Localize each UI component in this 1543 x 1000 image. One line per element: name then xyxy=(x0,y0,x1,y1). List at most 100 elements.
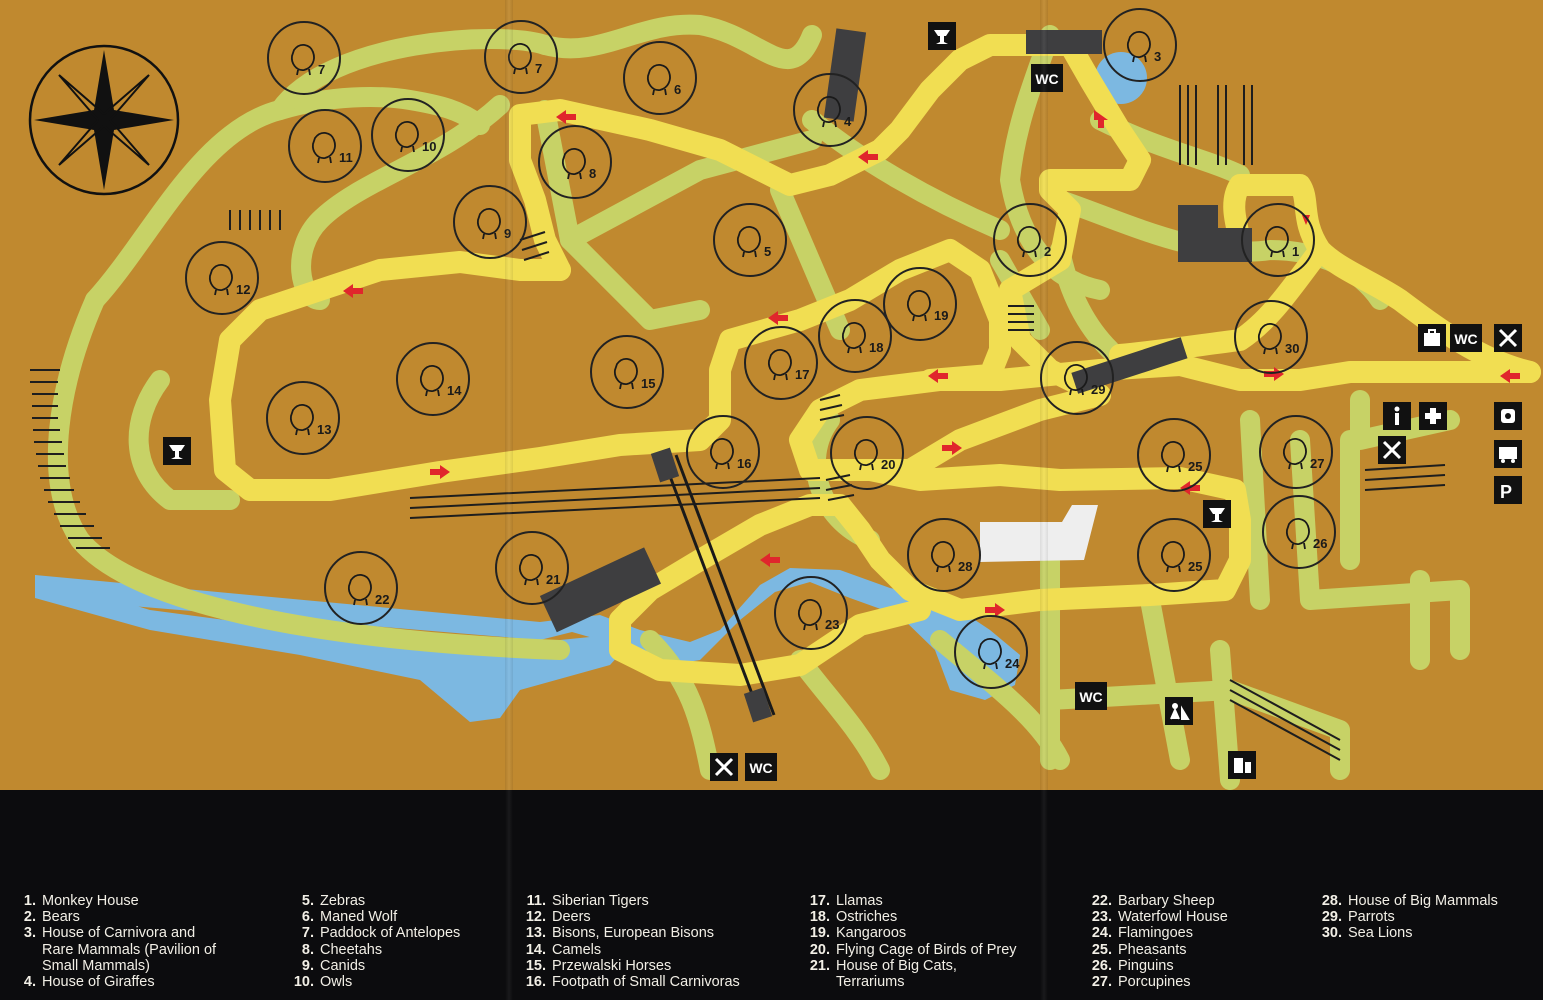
enclosure-number: 27 xyxy=(1310,456,1324,471)
restaurant-icon xyxy=(1378,436,1406,464)
ostrich-icon xyxy=(842,322,866,354)
map-ground xyxy=(0,0,1543,790)
red-arrow xyxy=(928,369,948,383)
legend-item: 4.House of Giraffes xyxy=(12,974,216,990)
enclosure-number: 2 xyxy=(1044,244,1051,259)
deer-icon xyxy=(209,264,233,296)
enclosure-4[interactable]: 4 xyxy=(793,73,867,147)
wc-sign: WC xyxy=(1031,64,1063,92)
legend-item: 26.Pinguins xyxy=(1088,958,1228,974)
enclosure-1[interactable]: 1 xyxy=(1241,203,1315,277)
enclosure-6[interactable]: 6 xyxy=(623,41,697,115)
legend-label: Canids xyxy=(320,957,366,974)
monkey-icon xyxy=(1265,226,1289,258)
enclosure-number: 17 xyxy=(795,367,809,382)
enclosure-22[interactable]: 22 xyxy=(324,551,398,625)
enclosure-number: 21 xyxy=(546,572,560,587)
legend-number: 23. xyxy=(1091,909,1112,926)
legend-number: 5. xyxy=(301,893,314,909)
legend-item: 30.Sea Lions xyxy=(1318,925,1498,941)
maned-wolf-icon xyxy=(647,64,671,96)
legend-item: 6.Maned Wolf xyxy=(290,909,460,925)
red-arrow xyxy=(1094,110,1108,128)
enclosure-18[interactable]: 18 xyxy=(818,299,892,373)
enclosure-number: 28 xyxy=(958,559,972,574)
enclosure-number: 18 xyxy=(869,340,883,355)
duck-icon xyxy=(798,599,822,631)
legend-number: 3. xyxy=(23,925,36,942)
bison-icon xyxy=(290,404,314,436)
enclosure-15[interactable]: 15 xyxy=(590,335,664,409)
legend-label: Sea Lions xyxy=(1348,925,1413,942)
facilities: WC WC WC WC xyxy=(163,22,1522,781)
legend-number: 11. xyxy=(526,893,546,909)
enclosure-number: 3 xyxy=(1154,49,1161,64)
legend-item: 7.Paddock of Antelopes xyxy=(290,925,460,941)
enclosure-28[interactable]: 28 xyxy=(907,518,981,592)
enclosure-26[interactable]: 26 xyxy=(1262,495,1336,569)
legend-label: Llamas xyxy=(836,893,883,909)
enclosure-24[interactable]: 24 xyxy=(954,615,1028,689)
parking-icon: P xyxy=(1494,476,1522,504)
enclosure-19[interactable]: 19 xyxy=(883,267,957,341)
legend-label: House of Big Cats, Terrariums xyxy=(836,957,957,991)
luggage-icon xyxy=(1418,324,1446,352)
enclosure-23[interactable]: 23 xyxy=(774,576,848,650)
enclosure-7[interactable]: 7 xyxy=(484,20,558,94)
legend-label: House of Big Mammals xyxy=(1348,893,1498,909)
enclosure-25[interactable]: 25 xyxy=(1137,418,1211,492)
enclosure-20[interactable]: 20 xyxy=(830,416,904,490)
enclosure-number: 11 xyxy=(339,150,353,165)
legend-number: 27. xyxy=(1091,974,1112,991)
pheasant-icon xyxy=(1161,441,1185,473)
legend-number: 13. xyxy=(525,925,546,942)
enclosure-14[interactable]: 14 xyxy=(396,342,470,416)
enclosure-number: 14 xyxy=(447,383,462,398)
legend-item: 25.Pheasants xyxy=(1088,942,1228,958)
enclosure-13[interactable]: 13 xyxy=(266,381,340,455)
enclosure-29[interactable]: 29 xyxy=(1040,341,1114,415)
enclosure-10[interactable]: 10 xyxy=(371,98,445,172)
bus-icon xyxy=(1494,440,1522,468)
legend-label: Monkey House xyxy=(42,893,139,909)
enclosure-number: 6 xyxy=(674,82,681,97)
river xyxy=(35,568,1020,700)
giraffe-icon xyxy=(817,96,841,128)
legend-number: 1. xyxy=(23,893,36,909)
red-arrow xyxy=(985,603,1005,617)
barbary-sheep-icon xyxy=(348,574,372,606)
enclosure-16[interactable]: 16 xyxy=(686,415,760,489)
enclosure-21[interactable]: 21 xyxy=(495,531,569,605)
legend-item: 18.Ostriches xyxy=(806,909,1017,925)
restaurant-icon xyxy=(710,753,738,781)
red-arrow xyxy=(1500,369,1520,383)
enclosure-17[interactable]: 17 xyxy=(744,326,818,400)
restaurant-icon xyxy=(1494,324,1522,352)
legend-item: 21.House of Big Cats, Terrariums xyxy=(806,958,1017,990)
library-icon xyxy=(1228,751,1256,779)
pheasant-icon xyxy=(1161,541,1185,573)
legend-number: 14. xyxy=(525,941,546,958)
legend-label: Przewalski Horses xyxy=(552,957,672,974)
red-arrow xyxy=(760,553,780,567)
enclosure-12[interactable]: 12 xyxy=(185,241,259,315)
legend-item: 22.Barbary Sheep xyxy=(1088,893,1228,909)
enclosure-11[interactable]: 11 xyxy=(288,109,362,183)
legend-number: 9. xyxy=(301,957,314,974)
red-arrow xyxy=(343,284,363,298)
enclosure-9[interactable]: 9 xyxy=(453,185,527,259)
svg-text:P: P xyxy=(1500,482,1512,502)
enclosure-3[interactable]: 3 xyxy=(1103,8,1177,82)
enclosure-5[interactable]: 5 xyxy=(713,203,787,277)
antelope-icon xyxy=(291,44,315,76)
enclosure-30[interactable]: 30 xyxy=(1234,300,1308,374)
enclosure-7[interactable]: 7 xyxy=(267,21,341,95)
enclosure-8[interactable]: 8 xyxy=(538,125,612,199)
legend-label: Deers xyxy=(552,909,591,926)
enclosure-2[interactable]: 2 xyxy=(993,203,1067,277)
enclosure-25[interactable]: 25 xyxy=(1137,518,1211,592)
enclosure-27[interactable]: 27 xyxy=(1259,415,1333,489)
enclosure-number: 13 xyxy=(317,422,331,437)
